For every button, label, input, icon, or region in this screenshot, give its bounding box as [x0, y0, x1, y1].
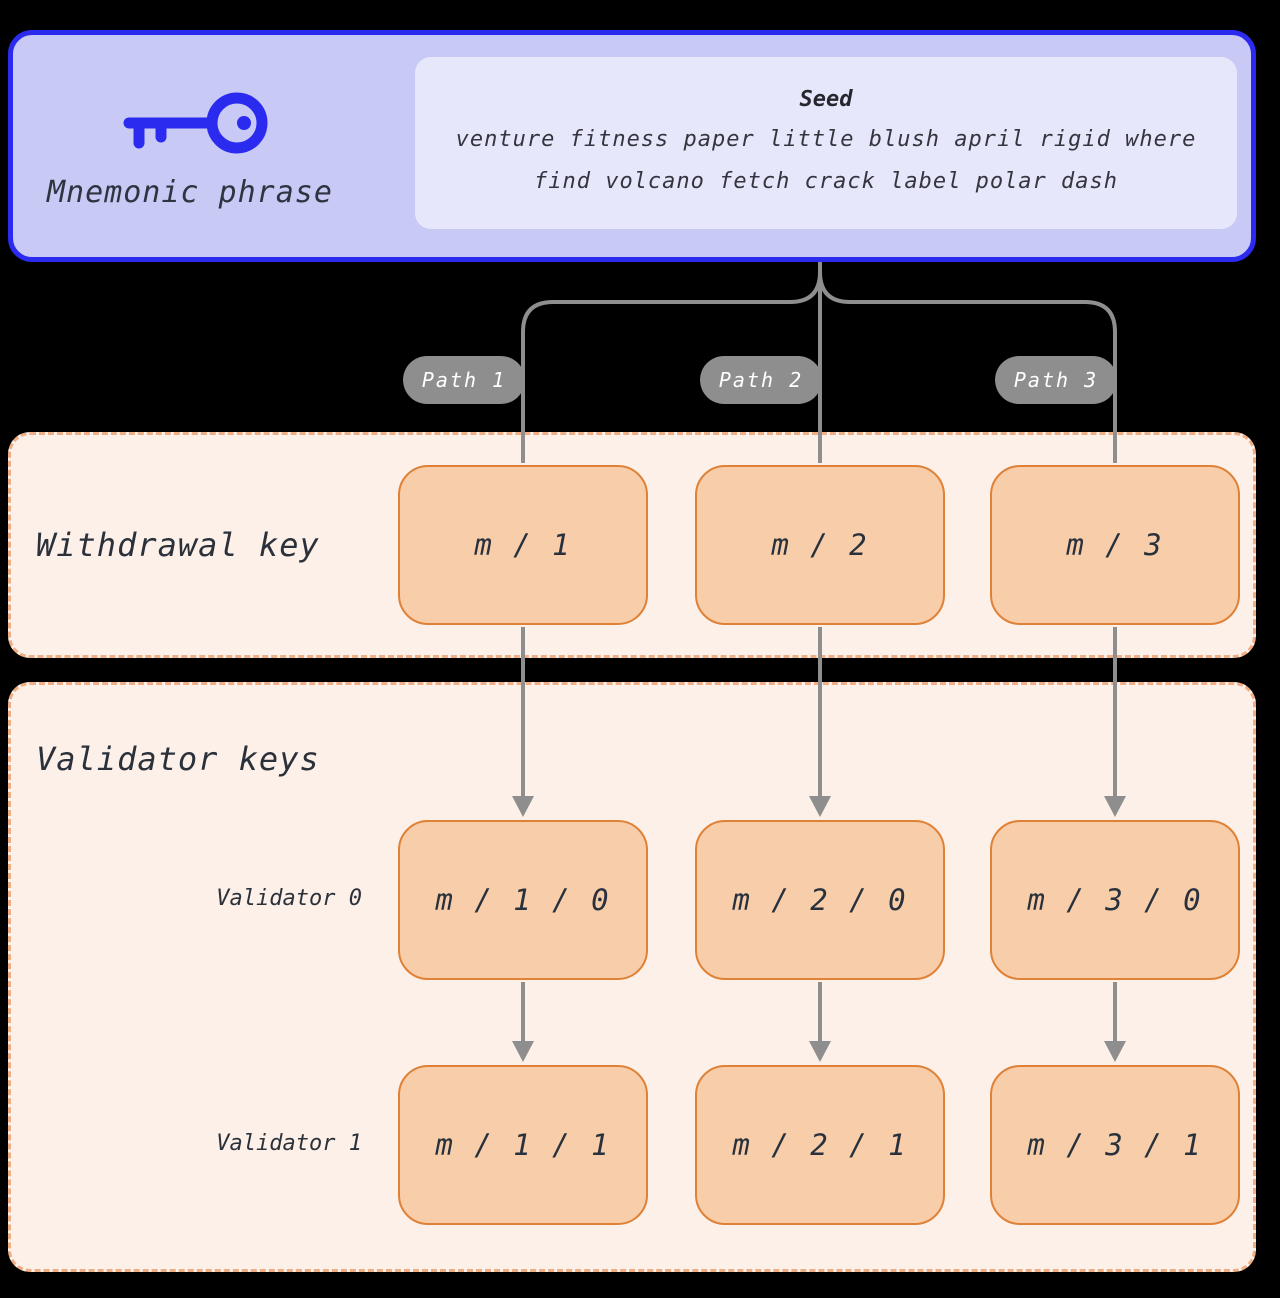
path-pill-3: Path 3 [995, 356, 1117, 404]
path-pill-2: Path 2 [700, 356, 822, 404]
validator1-key-box-2: m / 2 / 1 [695, 1065, 945, 1225]
path-pill-1: Path 1 [403, 356, 525, 404]
seed-line-1: venture fitness paper little blush april… [455, 126, 1197, 152]
withdrawal-key-box-3: m / 3 [990, 465, 1240, 625]
validator0-key-box-2: m / 2 / 0 [695, 820, 945, 980]
validator-section-label: Validator keys [36, 740, 320, 778]
mnemonic-panel: Mnemonic phrase Seed venture fitness pap… [8, 30, 1256, 262]
seed-title: Seed [799, 86, 853, 112]
validator1-key-box-3: m / 3 / 1 [990, 1065, 1240, 1225]
seed-box: Seed venture fitness paper little blush … [415, 57, 1237, 229]
seed-line-2: find volcano fetch crack label polar das… [533, 168, 1119, 194]
validator-row-label-0: Validator 0 [216, 886, 362, 911]
validator0-key-box-1: m / 1 / 0 [398, 820, 648, 980]
withdrawal-key-box-2: m / 2 [695, 465, 945, 625]
mnemonic-label: Mnemonic phrase [47, 175, 333, 210]
validator1-key-box-1: m / 1 / 1 [398, 1065, 648, 1225]
key-icon [123, 92, 268, 154]
validator-row-label-1: Validator 1 [216, 1131, 362, 1156]
withdrawal-section-label: Withdrawal key [36, 526, 320, 564]
validator0-key-box-3: m / 3 / 0 [990, 820, 1240, 980]
withdrawal-key-box-1: m / 1 [398, 465, 648, 625]
arrowheads [512, 796, 1126, 1062]
